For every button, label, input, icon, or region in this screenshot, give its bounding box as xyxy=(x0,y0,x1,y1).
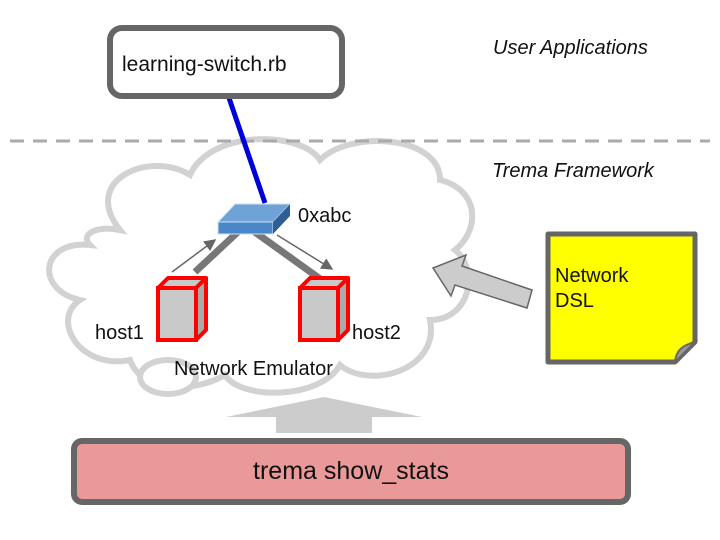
dsl-note-line2: DSL xyxy=(555,290,594,312)
command-label: trema show_stats xyxy=(253,457,449,485)
host2-icon[interactable] xyxy=(298,276,350,342)
cloud-shape xyxy=(46,136,476,397)
command-bar[interactable]: trema show_stats xyxy=(71,438,631,505)
layer-label-user-applications: User Applications xyxy=(493,37,648,59)
host1-label: host1 xyxy=(95,322,144,344)
dsl-arrow xyxy=(431,253,533,309)
dsl-note-line1: Network xyxy=(555,265,629,287)
host2-label: host2 xyxy=(352,322,401,344)
link-host1 xyxy=(192,227,243,275)
host1-icon[interactable] xyxy=(156,276,208,342)
flow-arrow-switch-to-host2 xyxy=(276,234,334,270)
switch-icon[interactable] xyxy=(216,203,292,235)
app-box[interactable]: learning-switch.rb xyxy=(107,25,345,99)
layer-label-trema-framework: Trema Framework xyxy=(492,160,655,182)
flow-arrow-host1-to-switch xyxy=(171,239,217,273)
controller-link xyxy=(225,94,268,204)
network-dsl-note[interactable]: Network DSL xyxy=(545,231,699,365)
stats-up-arrow xyxy=(226,397,422,433)
app-label: learning-switch.rb xyxy=(122,53,287,76)
switch-label: 0xabc xyxy=(298,205,351,227)
network-emulator-label: Network Emulator xyxy=(174,358,333,380)
